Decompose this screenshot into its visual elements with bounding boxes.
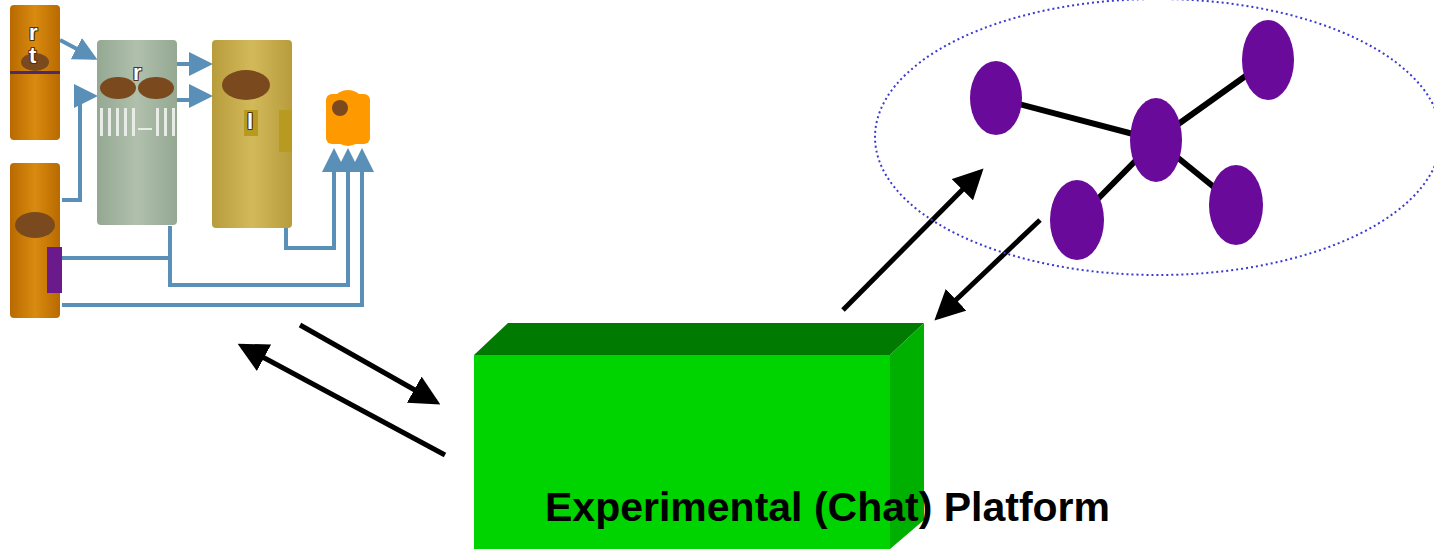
- platform-box: Experimental (Chat) Platform: [474, 355, 890, 549]
- social-network: [875, 0, 1434, 275]
- module-letter: r: [29, 22, 38, 44]
- module-letter: l: [247, 111, 253, 133]
- architecture-illustration: [10, 5, 370, 318]
- module-letter: r: [133, 62, 142, 84]
- platform-title: Experimental (Chat) Platform: [545, 485, 1110, 530]
- module-letter: t: [29, 45, 36, 67]
